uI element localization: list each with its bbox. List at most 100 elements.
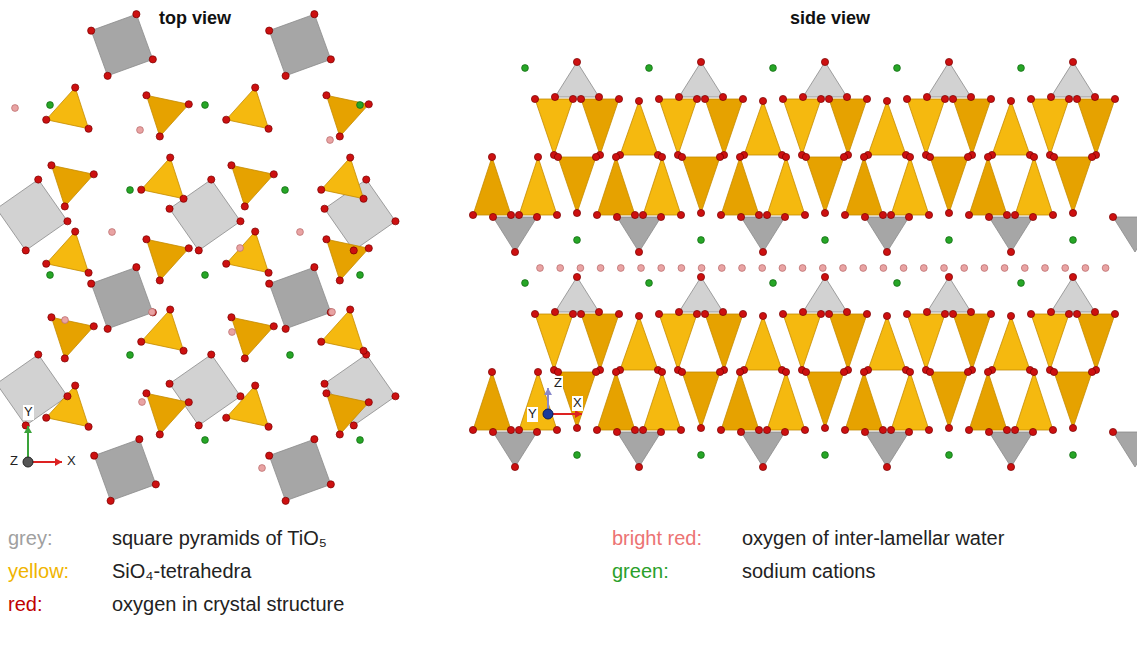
water-oxygen — [12, 105, 19, 112]
oxygen-atom — [266, 27, 273, 34]
oxygen-atom — [577, 95, 584, 102]
oxygen-atom — [1029, 213, 1036, 220]
water-oxygen — [819, 265, 826, 272]
water-oxygen — [1062, 265, 1069, 272]
axis-arrowhead — [55, 458, 62, 466]
oxygen-atom — [138, 338, 145, 345]
oxygen-atom — [840, 368, 847, 375]
oxygen-atom — [553, 426, 560, 433]
sio4-tetrahedron — [226, 232, 268, 273]
tio5-pyramid — [865, 432, 909, 467]
sodium-cation — [646, 280, 653, 287]
sio4-tetrahedron — [231, 317, 273, 358]
oxygen-atom — [85, 423, 92, 430]
oxygen-atom — [265, 125, 272, 132]
axis-arrowhead — [24, 426, 32, 433]
oxygen-atom — [941, 95, 948, 102]
oxygen-atom — [612, 368, 619, 375]
oxygen-atom — [860, 368, 867, 375]
tio5-pyramid — [617, 432, 661, 467]
oxygen-atom — [323, 92, 330, 99]
oxygen-atom — [945, 273, 952, 280]
sio4-tetrahedron — [1015, 372, 1053, 430]
water-oxygen — [718, 265, 725, 272]
tio5-pyramid — [94, 439, 156, 501]
oxygen-atom — [678, 368, 685, 375]
oxygen-atom — [1088, 153, 1095, 160]
sio4-tetrahedron — [1031, 99, 1069, 155]
oxygen-atom — [569, 310, 576, 317]
oxygen-atom — [43, 116, 50, 123]
oxygen-atom — [85, 125, 92, 132]
oxygen-atom — [35, 176, 42, 183]
oxygen-atom — [639, 426, 646, 433]
sio4-tetrahedron — [643, 157, 681, 215]
tio5-pyramid — [269, 267, 331, 329]
oxygen-atom — [48, 162, 55, 169]
oxygen-atom — [489, 428, 496, 435]
oxygen-atom — [282, 72, 289, 79]
tio5-pyramid — [989, 432, 1033, 467]
oxygen-atom — [906, 153, 913, 160]
oxygen-atom — [905, 428, 912, 435]
water-oxygen — [840, 265, 847, 272]
oxygen-atom — [1050, 368, 1057, 375]
tio5-pyramid — [1113, 432, 1137, 467]
oxygen-atom — [1049, 426, 1056, 433]
oxygen-atom — [88, 280, 95, 287]
oxygen-atom — [701, 310, 708, 317]
sio4-tetrahedron — [620, 101, 658, 155]
oxygen-atom — [675, 93, 682, 100]
oxygen-atom — [1027, 95, 1034, 102]
water-oxygen — [229, 329, 236, 336]
oxygen-atom — [802, 153, 809, 160]
water-oxygen — [557, 265, 564, 272]
view-heading: side view — [790, 8, 870, 29]
legend-text: square pyramids of TiO₅ — [112, 527, 327, 550]
oxygen-atom — [469, 426, 476, 433]
oxygen-atom — [903, 95, 910, 102]
oxygen-atom — [906, 368, 913, 375]
oxygen-atom — [843, 308, 850, 315]
sio4-tetrahedron — [51, 317, 93, 358]
sio4-tetrahedron — [829, 314, 867, 370]
oxygen-atom — [657, 428, 664, 435]
oxygen-atom — [697, 424, 704, 431]
sio4-tetrahedron — [930, 157, 968, 213]
oxygen-atom — [759, 312, 766, 319]
oxygen-atom — [531, 310, 538, 317]
oxygen-atom — [925, 211, 932, 218]
sio4-tetrahedron — [146, 239, 188, 280]
water-oxygen — [880, 265, 887, 272]
oxygen-atom — [887, 211, 894, 218]
oxygen-atom — [615, 95, 622, 102]
oxygen-atom — [759, 463, 766, 470]
oxygen-atom — [392, 393, 399, 400]
sio4-tetrahedron — [226, 386, 268, 427]
sio4-tetrahedron — [953, 99, 991, 155]
sio4-tetrahedron — [1031, 314, 1069, 370]
sio4-tetrahedron — [321, 310, 363, 351]
legend-text: SiO₄-tetrahedra — [112, 560, 251, 583]
oxygen-atom — [270, 323, 277, 330]
sio4-tetrahedron — [581, 99, 619, 155]
water-oxygen — [638, 265, 645, 272]
oxygen-atom — [1073, 95, 1080, 102]
water-oxygen — [1102, 265, 1109, 272]
oxygen-atom — [861, 213, 868, 220]
oxygen-atom — [613, 428, 620, 435]
sodium-cation — [770, 280, 777, 287]
oxygen-atom — [967, 308, 974, 315]
oxygen-atom — [716, 368, 723, 375]
tio5-pyramid — [865, 217, 909, 252]
oxygen-atom — [941, 310, 948, 317]
oxygen-atom — [631, 426, 638, 433]
oxygen-atom — [985, 213, 992, 220]
axis-label: Y — [527, 407, 538, 422]
sodium-cation — [946, 237, 953, 244]
oxygen-atom — [755, 426, 762, 433]
sio4-tetrahedron — [783, 314, 821, 370]
oxygen-atom — [635, 97, 642, 104]
oxygen-atom — [360, 195, 367, 202]
